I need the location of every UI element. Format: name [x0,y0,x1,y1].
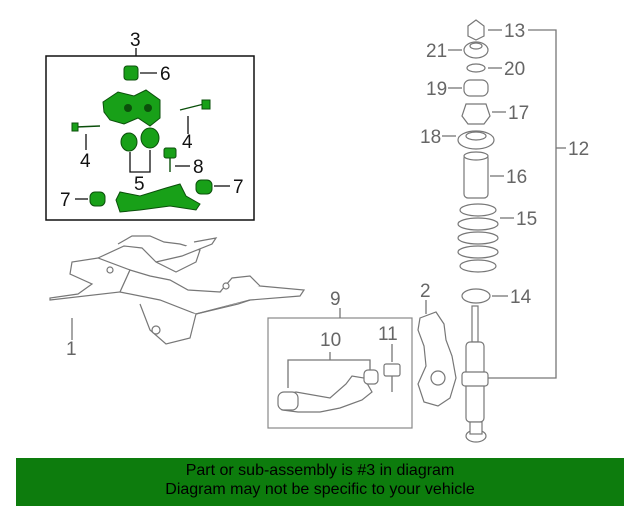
coil-spring-part-15[interactable] [457,203,499,273]
label-13[interactable]: 13 [504,21,525,42]
label-17[interactable]: 17 [508,103,529,124]
label-7-left[interactable]: 7 [60,190,71,211]
label-5[interactable]: 5 [134,174,145,195]
bushing-part-7-left[interactable] [89,191,106,207]
label-4-right[interactable]: 4 [182,132,193,153]
label-21[interactable]: 21 [426,41,447,62]
label-6[interactable]: 6 [160,64,171,85]
subassembly-box [45,55,255,221]
label-14[interactable]: 14 [510,287,532,308]
label-8[interactable]: 8 [193,157,204,178]
label-4-left[interactable]: 4 [80,151,91,172]
bushing-part-5[interactable] [120,127,160,152]
label-19[interactable]: 19 [426,79,447,100]
label-7-right[interactable]: 7 [233,177,244,198]
dust-boot-part-16[interactable] [463,151,489,199]
bushing-part-6[interactable] [123,65,139,81]
ball-joint-part-11[interactable] [383,363,401,392]
lower-seat-part-14[interactable] [461,288,491,304]
lower-control-arm-part[interactable] [277,369,379,413]
banner-line-2: Diagram may not be specific to your vehi… [165,481,475,498]
label-9[interactable]: 9 [330,289,341,310]
strut-assembly-part-12[interactable] [461,305,489,443]
mount-part-17[interactable] [461,103,491,125]
control-arm-highlight[interactable] [115,183,201,213]
suspension-diagram: 3 6 4 4 5 8 7 7 [45,19,589,443]
label-18[interactable]: 18 [420,127,441,148]
label-2[interactable]: 2 [420,281,431,302]
banner-line-1: Part or sub-assembly is #3 in diagram [185,462,455,479]
label-11[interactable]: 11 [378,324,398,345]
bolt-part-4-left[interactable] [71,122,101,132]
label-16[interactable]: 16 [506,167,527,188]
bushing-part-7-right[interactable] [195,179,213,195]
crossmember-part-1[interactable] [49,235,306,345]
cushion-part-21[interactable] [463,41,489,59]
spring-seat-part-18[interactable] [457,130,495,150]
nut-part-13[interactable] [467,19,485,41]
label-12[interactable]: 12 [568,139,589,160]
label-15[interactable]: 15 [516,209,537,230]
bolt-part-4-right[interactable] [179,99,211,111]
label-20[interactable]: 20 [504,59,525,80]
label-1[interactable]: 1 [66,339,77,360]
steering-knuckle-part-2[interactable] [417,311,457,407]
label-3[interactable]: 3 [130,30,141,51]
mount-bracket-part[interactable] [102,89,161,127]
washer-part-20[interactable] [466,63,486,73]
insulator-part-19[interactable] [463,79,489,97]
info-banner: Part or sub-assembly is #3 in diagram Di… [16,458,624,506]
label-10[interactable]: 10 [320,330,341,351]
bolt-part-8[interactable] [163,147,177,172]
